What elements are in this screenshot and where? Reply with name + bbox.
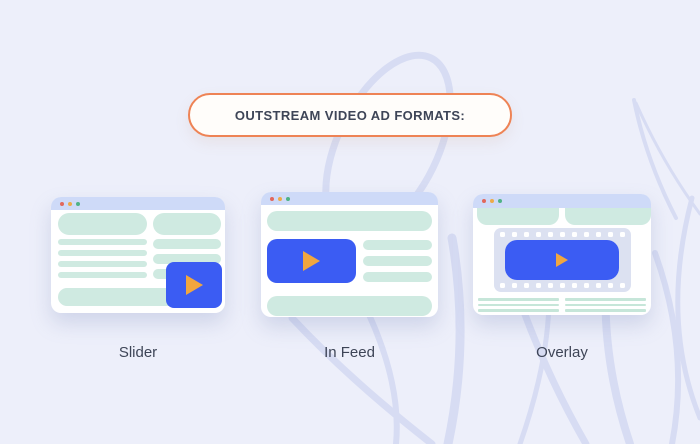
dot-red-icon [60, 201, 64, 206]
image-placeholder [58, 213, 148, 235]
text-placeholder [58, 250, 148, 256]
film-strip [493, 228, 631, 292]
dot-red-icon [482, 199, 486, 203]
dot-yellow-icon [490, 199, 494, 203]
play-triangle-icon [556, 253, 568, 267]
image-placeholder [153, 213, 221, 235]
image-placeholder [477, 208, 560, 225]
dot-red-icon [270, 196, 274, 201]
format-slider: Slider [51, 197, 225, 361]
text-placeholder [58, 261, 148, 267]
window-content [261, 205, 438, 317]
dot-green-icon [286, 196, 290, 201]
image-placeholder [565, 208, 651, 225]
format-overlay: Overlay [473, 194, 651, 361]
format-label-slider: Slider [118, 344, 158, 361]
title-badge-label: OUTSTREAM VIDEO AD FORMATS: [234, 107, 466, 123]
browser-window-in-feed [261, 192, 438, 317]
slider-video-player [166, 262, 222, 308]
format-label-overlay: Overlay [536, 344, 588, 361]
text-placeholder [363, 256, 432, 266]
dot-yellow-icon [278, 196, 282, 201]
text-placeholder [267, 211, 432, 231]
text-placeholder [363, 272, 432, 282]
window-titlebar [261, 192, 438, 205]
window-content [473, 208, 651, 315]
text-placeholder-column [478, 298, 559, 315]
title-badge: OUTSTREAM VIDEO AD FORMATS: [188, 93, 512, 137]
text-placeholder-column [565, 298, 646, 315]
window-content [51, 210, 225, 313]
dot-yellow-icon [68, 201, 72, 206]
play-triangle-icon [185, 275, 203, 295]
play-triangle-icon [303, 251, 320, 271]
format-label-in-feed: In Feed [324, 344, 375, 361]
text-placeholder [153, 239, 221, 249]
text-placeholder [363, 240, 432, 250]
text-placeholder [58, 239, 148, 245]
dot-green-icon [76, 201, 80, 206]
text-placeholder [153, 254, 221, 264]
dot-green-icon [498, 199, 502, 203]
in-feed-video-player [267, 239, 356, 283]
format-in-feed: In Feed [261, 192, 438, 361]
overlay-video-player [505, 240, 619, 280]
text-placeholder [58, 272, 148, 278]
film-sprocket-holes [499, 283, 625, 288]
film-sprocket-holes [499, 232, 625, 237]
browser-window-overlay [473, 194, 651, 315]
browser-window-slider [51, 197, 225, 313]
text-placeholder [267, 296, 432, 316]
window-titlebar [473, 194, 651, 208]
window-titlebar [51, 197, 225, 210]
